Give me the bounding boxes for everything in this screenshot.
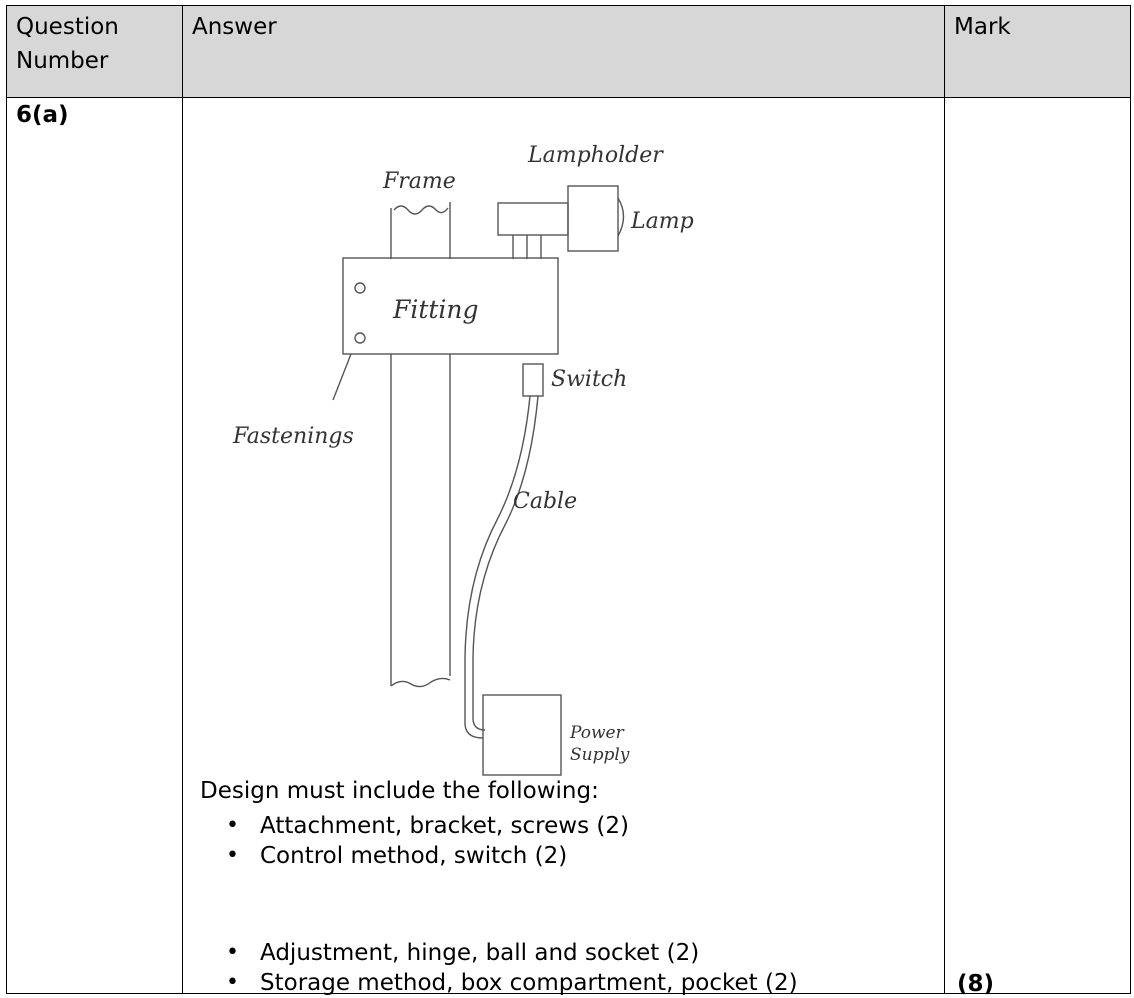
requirement-item: Adjustment, hinge, ball and socket (2) (226, 938, 980, 968)
header-answer: Answer (182, 5, 945, 98)
frame-top (390, 202, 451, 259)
question-number: 6(a) (6, 97, 183, 994)
lamp-fitting-sketch: Frame Lampholder Lamp Fitting Switch Fas… (232, 143, 694, 776)
switch-shape (522, 363, 544, 397)
design-intro: Design must include the following: (200, 778, 599, 804)
header-mark: Mark (944, 5, 1131, 98)
label-lamp: Lamp (630, 209, 694, 234)
fastening-screw-top (354, 282, 366, 294)
label-switch: Switch (551, 367, 627, 392)
label-fastenings: Fastenings (232, 424, 354, 449)
lamp-shape (567, 185, 619, 252)
header-row: Question Number Answer Mark (6, 5, 1131, 98)
requirements-list-a: Attachment, bracket, screws (2) Control … (200, 811, 980, 871)
cable-shape (464, 395, 539, 739)
label-lampholder: Lampholder (527, 143, 664, 168)
frame-bottom (390, 354, 451, 688)
header-question-number: Question Number (6, 5, 183, 98)
power-supply-shape (482, 694, 562, 776)
label-supply: Supply (570, 745, 630, 765)
mark-cell: (8) (944, 97, 1131, 997)
label-fitting: Fitting (392, 295, 479, 324)
requirement-item: Control method, switch (2) (226, 841, 980, 871)
mark-value: (8) (957, 971, 995, 997)
label-power: Power (569, 723, 625, 743)
label-cable: Cable (513, 489, 577, 514)
fastening-screw-bottom (354, 332, 366, 344)
answer-cell: Frame Lampholder Lamp Fitting Switch Fas… (182, 97, 945, 998)
requirement-item: Storage method, box compartment, pocket … (226, 968, 980, 998)
mark-scheme-table: Question Number Answer Mark 6(a) (6, 5, 1131, 998)
requirements-list-b: Adjustment, hinge, ball and socket (2) S… (200, 938, 980, 998)
answer-row: 6(a) Frame (6, 97, 1131, 998)
lampholder-shape (497, 202, 569, 236)
label-frame: Frame (382, 169, 456, 194)
fastening-pointer (332, 353, 352, 401)
requirement-item: Attachment, bracket, screws (2) (226, 811, 980, 841)
